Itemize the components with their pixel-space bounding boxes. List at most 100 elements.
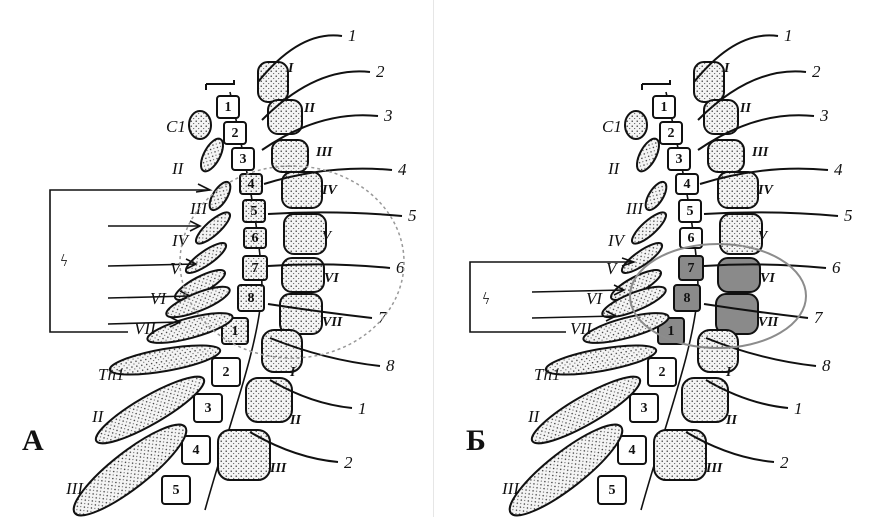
- right-thoracic-label-2: II: [289, 413, 301, 428]
- spinal-nerve-label-7: 7: [814, 308, 824, 327]
- vertebral-body-label: 1: [232, 324, 239, 339]
- thoracic-mass-2: [682, 378, 728, 422]
- vertebral-body-label: 2: [223, 365, 230, 380]
- thoracic-nerve-label-2: 2: [344, 453, 353, 472]
- articular-mass-3: [708, 140, 744, 172]
- articular-mass-7: [280, 294, 322, 334]
- arrow-2: [108, 264, 196, 266]
- vertebral-body-label: 8: [248, 291, 255, 306]
- left-label-1: C1: [602, 117, 622, 136]
- right-thoracic-label-1: I: [289, 365, 296, 380]
- right-rib-label-7: VII: [322, 315, 343, 330]
- right-rib-label-3: III: [315, 145, 333, 160]
- right-rib-label-5: V: [758, 229, 769, 244]
- articular-mass-6: [282, 258, 324, 292]
- left-label-1: C1: [166, 117, 186, 136]
- right-thoracic-label-1: I: [725, 365, 732, 380]
- spinal-nerve-label-4: 4: [834, 160, 843, 179]
- right-rib-label-6: VI: [324, 271, 339, 286]
- rib-2: [206, 179, 235, 214]
- vertebral-body-label: 4: [193, 443, 200, 458]
- arrow-1: [532, 290, 624, 292]
- left-label-7: VII: [134, 319, 157, 338]
- vertebral-body-label: 4: [248, 177, 255, 192]
- vertebral-body-label: 8: [684, 291, 691, 306]
- right-rib-label-4: IV: [757, 183, 774, 198]
- articular-mass-6: [718, 258, 760, 292]
- articular-mass-1: [258, 62, 288, 102]
- spinal-nerve-label-2: 2: [376, 62, 385, 81]
- spinal-nerve-label-5: 5: [408, 206, 417, 225]
- left-label-3: III: [625, 199, 644, 218]
- vertebral-body-label: 6: [252, 231, 259, 246]
- right-thoracic-label-3: III: [705, 461, 723, 476]
- right-rib-label-2: II: [739, 101, 751, 116]
- spinal-nerve-label-1: 1: [348, 26, 357, 45]
- left-label-9: II: [91, 407, 105, 426]
- lightning-icon: ϟ: [60, 251, 68, 270]
- right-rib-label-2: II: [303, 101, 315, 116]
- rib-1: [632, 135, 663, 174]
- right-rib-label-1: I: [287, 61, 294, 76]
- spinal-nerve-label-8: 8: [386, 356, 395, 375]
- panel-letter: Б: [466, 424, 486, 457]
- panel-divider: [433, 0, 434, 517]
- vertebral-body-label: 7: [688, 261, 695, 276]
- left-label-2: II: [607, 159, 621, 178]
- atlas-bracket: [206, 80, 234, 90]
- vertebral-body-label: 2: [668, 126, 675, 141]
- spinal-nerve-label-5: 5: [844, 206, 853, 225]
- spinal-nerve-label-1: 1: [784, 26, 793, 45]
- vertebral-body-label: 1: [225, 100, 232, 115]
- spinal-nerve-label-4: 4: [398, 160, 407, 179]
- vertebral-body-label: 5: [173, 483, 180, 498]
- vertebral-body-label: 4: [684, 177, 691, 192]
- vertebral-body-label: 5: [251, 204, 258, 219]
- right-rib-label-5: V: [322, 229, 333, 244]
- thoracic-mass-1: [698, 330, 738, 372]
- spinal-nerve-label-6: 6: [832, 258, 841, 277]
- thoracic-mass-3: [654, 430, 706, 480]
- rib-2: [642, 179, 671, 214]
- vertebral-body-label: 1: [668, 324, 675, 339]
- rib-1: [196, 135, 227, 174]
- spinal-nerve-label-3: 3: [819, 106, 829, 125]
- articular-mass-7: [716, 294, 758, 334]
- thoracic-nerve-label-1: 1: [358, 399, 367, 418]
- articular-mass-5: [284, 214, 326, 254]
- vertebral-body-label: 2: [232, 126, 239, 141]
- atlas-lateral-mass: [625, 111, 647, 139]
- left-label-8: Th1: [98, 365, 124, 384]
- thoracic-nerve-label-1: 1: [794, 399, 803, 418]
- vertebral-body-label: 7: [252, 261, 259, 276]
- vertebral-body-label: 4: [629, 443, 636, 458]
- atlas-lateral-mass: [189, 111, 211, 139]
- rib-8: [108, 339, 222, 380]
- thoracic-mass-3: [218, 430, 270, 480]
- left-label-10: III: [501, 479, 520, 498]
- right-rib-label-6: VI: [760, 271, 775, 286]
- thoracic-mass-1: [262, 330, 302, 372]
- atlas-bracket: [642, 80, 670, 90]
- right-thoracic-label-2: II: [725, 413, 737, 428]
- vertebral-body-label: 3: [676, 152, 683, 167]
- left-label-4: IV: [607, 231, 627, 250]
- panel-letter: А: [22, 424, 44, 457]
- vertebral-body-label: 2: [659, 365, 666, 380]
- vertebral-body-label: 5: [609, 483, 616, 498]
- lightning-icon: ϟ: [482, 289, 490, 308]
- vertebral-body-label: 3: [205, 401, 212, 416]
- left-label-4: IV: [171, 231, 191, 250]
- right-rib-label-7: VII: [758, 315, 779, 330]
- vertebral-body-label: 5: [687, 204, 694, 219]
- vertebral-body-label: 3: [641, 401, 648, 416]
- articular-mass-2: [268, 100, 302, 134]
- right-thoracic-label-3: III: [269, 461, 287, 476]
- left-label-6: VI: [586, 289, 603, 308]
- articular-mass-1: [694, 62, 724, 102]
- right-rib-label-3: III: [751, 145, 769, 160]
- spinal-nerve-label-3: 3: [383, 106, 393, 125]
- thoracic-nerve-label-2: 2: [780, 453, 789, 472]
